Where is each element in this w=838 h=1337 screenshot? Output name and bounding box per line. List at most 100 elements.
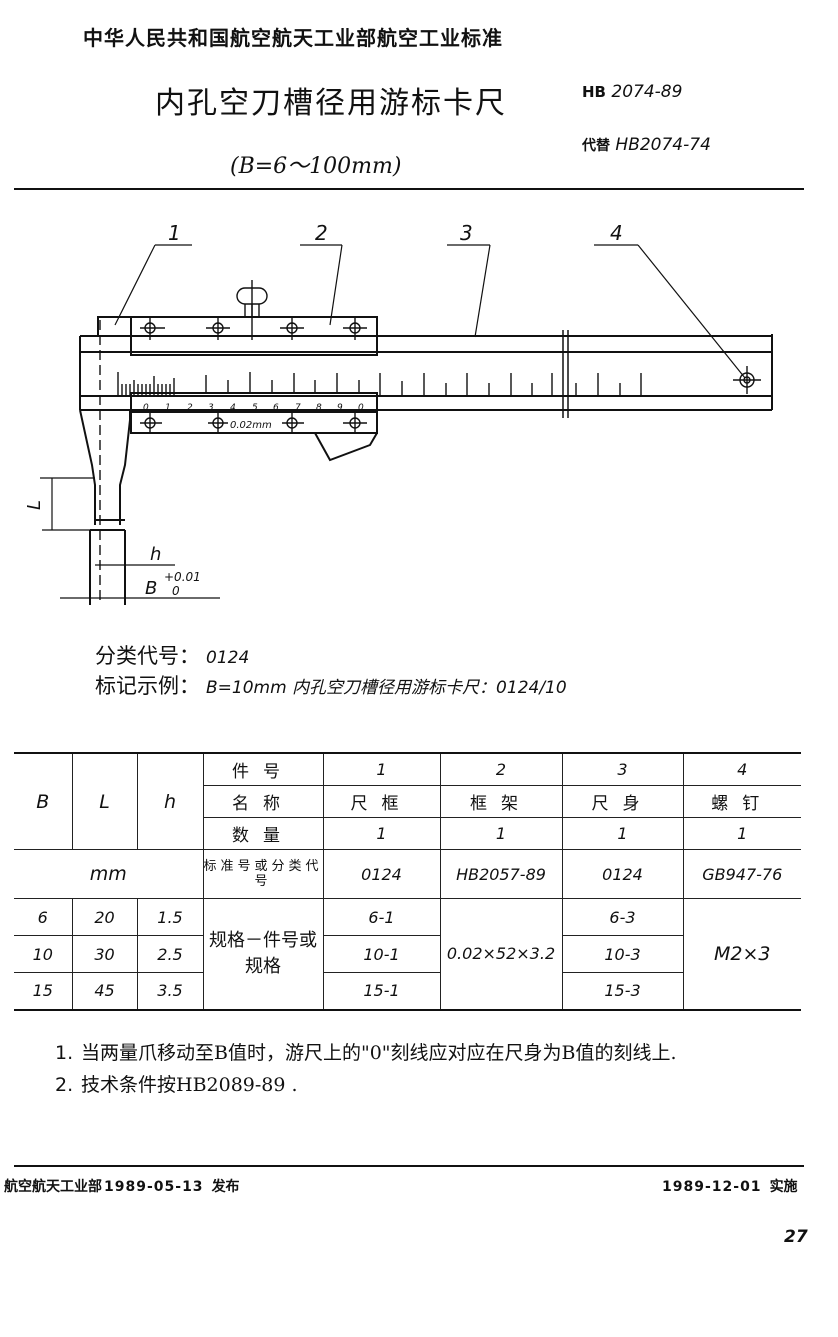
- cell-p2-spec: 0.02×52×3.2: [439, 898, 563, 1010]
- vernier-mark: 5: [252, 403, 258, 413]
- caliper-drawing: 1 2 3 4 0 1 2 3 4 5 6 7 8 9 0 0.02mm L h…: [24, 221, 773, 605]
- part-no-cell: 3: [561, 753, 684, 786]
- table-row: 6 20 1.5 规格－件号或规格 6-1 0.02×52×3.2 6-3 M2…: [14, 898, 801, 1010]
- footer-divider: [14, 1165, 804, 1167]
- cell-h: 2.5: [136, 935, 204, 973]
- cell-L: 30: [71, 935, 138, 973]
- vernier-mark: 3: [208, 403, 214, 413]
- effective-label: 实施: [769, 1179, 798, 1195]
- issuer: 航空航天工业部: [4, 1179, 102, 1195]
- page-number: 27: [784, 1227, 808, 1247]
- cell-p1: 10-1: [322, 935, 441, 973]
- header-B: B: [14, 753, 73, 850]
- cell-B: 10: [14, 935, 73, 973]
- vernier-mark: 2: [187, 403, 193, 413]
- issuing-organization: 中华人民共和国航空航天工业部航空工业标准: [83, 26, 503, 50]
- vernier-mark: 1: [165, 403, 171, 413]
- table-row: B L h 件号 1 2 3 4: [14, 753, 801, 850]
- tolerance-lower: 0: [172, 584, 180, 598]
- cell-L: 45: [71, 972, 138, 1010]
- vernier-resolution: 0.02mm: [230, 420, 272, 431]
- cell-B: 6: [14, 898, 73, 936]
- part-no-cell: 1: [322, 753, 441, 786]
- size-range: (B=6～100mm): [230, 154, 402, 179]
- vernier-mark: 0: [358, 403, 364, 413]
- row-label-quantity: 数量: [203, 817, 324, 850]
- quantity-cell: 1: [561, 817, 684, 850]
- cell-h: 3.5: [136, 972, 204, 1010]
- units-cell: mm: [14, 849, 204, 899]
- issue-date: 1989-05-13: [104, 1179, 204, 1195]
- row-label-std-code: 标准号或分类代号: [202, 849, 324, 899]
- quantity-cell: 1: [682, 817, 801, 850]
- note-2: 2. 技术条件按HB2089-89 .: [55, 1070, 298, 1097]
- std-code-cell: 0124: [322, 849, 441, 899]
- vernier-mark: 7: [295, 403, 301, 413]
- std-code-cell: GB947-76: [682, 849, 801, 899]
- dim-B-label: B: [145, 578, 157, 599]
- vernier-mark: 4: [230, 403, 236, 413]
- cell-p3: 6-3: [561, 898, 684, 936]
- note-1: 1. 当两量爪移动至B值时，游尺上的"0"刻线应对应在尺身为B值的刻线上.: [55, 1038, 677, 1065]
- marking-example: 标记示例： B=10mm 内孔空刀槽径用游标卡尺：0124/10: [95, 670, 567, 700]
- vernier-mark: 9: [337, 403, 343, 413]
- cell-B: 15: [14, 972, 73, 1010]
- header-L: L: [71, 753, 138, 850]
- row-label-part-no: 件号: [202, 753, 324, 786]
- part-no-cell: 4: [682, 753, 801, 786]
- marking-example-value: B=10mm 内孔空刀槽径用游标卡尺：0124/10: [206, 678, 567, 698]
- row-label-spec: 规格－件号或规格: [202, 898, 324, 1010]
- cell-p1: 15-1: [322, 972, 441, 1010]
- cell-p3: 15-3: [561, 972, 683, 1010]
- specification-table: B L h 件号 1 2 3 4 名称 尺框 框架 尺身 螺钉 数量 1 1 1…: [14, 752, 801, 1011]
- document-title: 内孔空刀槽径用游标卡尺: [155, 86, 507, 121]
- callout-3: 3: [460, 221, 473, 245]
- header-divider: [14, 188, 804, 190]
- callout-1: 1: [168, 221, 181, 245]
- cell-p1: 6-1: [322, 898, 441, 936]
- classification-code-value: 0124: [206, 648, 250, 668]
- marking-example-label: 标记示例：: [95, 674, 200, 698]
- vernier-mark: 8: [316, 403, 322, 413]
- vernier-mark: 6: [273, 403, 279, 413]
- quantity-cell: 1: [439, 817, 563, 850]
- effective-info: 1989-12-01 实施: [660, 1176, 798, 1196]
- replace-prefix: 代替: [582, 138, 610, 154]
- callout-2: 2: [315, 221, 328, 245]
- callout-4: 4: [610, 221, 623, 245]
- cell-h: 1.5: [136, 898, 204, 936]
- standard-number-value: 2074-89: [611, 82, 683, 102]
- standard-number: HB 2074-89: [582, 82, 682, 102]
- cell-p4-spec: M2×3: [682, 898, 801, 1010]
- cell-L: 20: [71, 898, 138, 936]
- part-name-cell: 尺框: [322, 785, 441, 818]
- cell-p3: 10-3: [561, 935, 683, 973]
- note-number: 1.: [55, 1042, 74, 1064]
- part-no-cell: 2: [439, 753, 563, 786]
- effective-date: 1989-12-01: [662, 1179, 762, 1195]
- vernier-mark: 0: [143, 403, 149, 413]
- row-label-name: 名称: [203, 785, 324, 818]
- header-h: h: [136, 753, 204, 850]
- note-text: 技术条件按HB2089-89 .: [81, 1074, 298, 1096]
- table-row: 15 45 3.5 15-1 15-3: [14, 972, 801, 1010]
- issue-label: 发布: [211, 1179, 240, 1195]
- note-number: 2.: [55, 1074, 74, 1096]
- note-text: 当两量爪移动至B值时，游尺上的"0"刻线应对应在尺身为B值的刻线上.: [81, 1042, 677, 1064]
- std-code-cell: 0124: [561, 849, 684, 899]
- replaces-standard: 代替 HB2074-74: [582, 135, 711, 155]
- table-row: 10 30 2.5 10-1 10-3: [14, 935, 801, 973]
- classification-code: 分类代号： 0124: [95, 640, 249, 670]
- std-code-cell: HB2057-89: [439, 849, 563, 899]
- replace-number-value: HB2074-74: [615, 135, 711, 155]
- part-name-cell: 螺钉: [682, 785, 801, 818]
- part-name-cell: 尺身: [561, 785, 684, 818]
- part-name-cell: 框架: [439, 785, 563, 818]
- quantity-cell: 1: [322, 817, 441, 850]
- dim-L-label: L: [24, 500, 45, 510]
- table-row: mm 标准号或分类代号 0124 HB2057-89 0124 GB947-76: [14, 849, 801, 899]
- standard-prefix: HB: [582, 83, 606, 101]
- tolerance-upper: +0.01: [164, 570, 201, 584]
- classification-code-label: 分类代号：: [95, 644, 200, 668]
